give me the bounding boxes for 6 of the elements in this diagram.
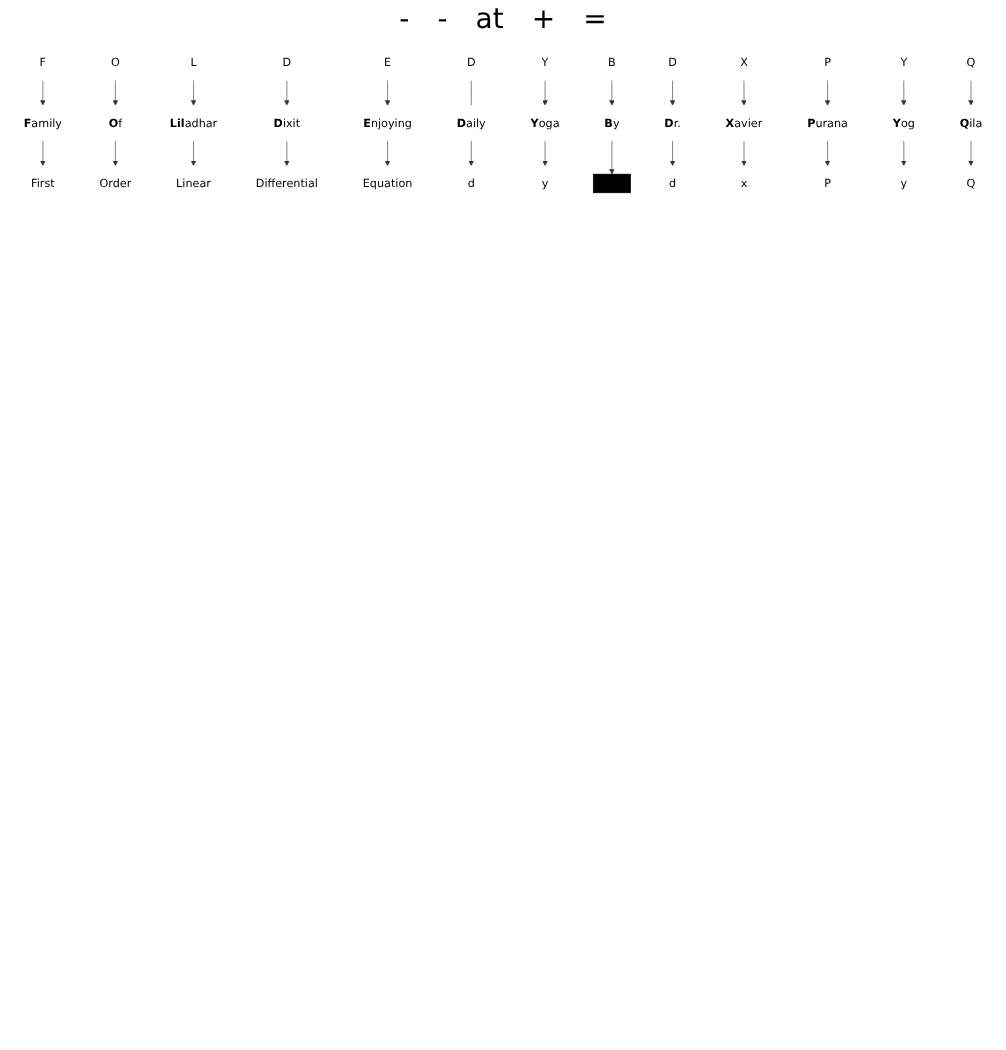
note-text: - (399, 4, 410, 36)
note-text: - (437, 4, 448, 36)
note-text: = (583, 4, 607, 36)
node-bar (592, 173, 631, 194)
note-text: at (475, 4, 504, 36)
note-text: + (531, 4, 556, 36)
